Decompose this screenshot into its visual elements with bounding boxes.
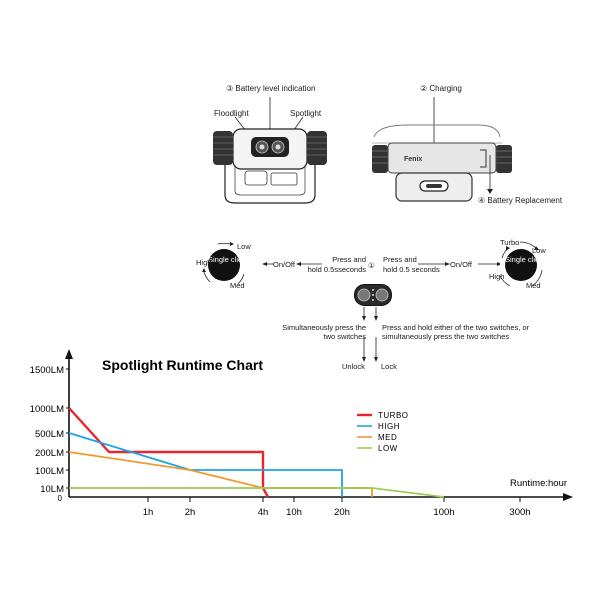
y-tick-label: 200LM bbox=[35, 448, 64, 459]
spotlight-label: Spotlight bbox=[290, 109, 322, 118]
x-tick-label: 4h bbox=[258, 507, 269, 518]
y-tick-label: 0 bbox=[58, 494, 63, 503]
cycle-left-low: Low bbox=[237, 242, 251, 251]
series-line-low bbox=[69, 487, 445, 498]
legend-label-med: MED bbox=[378, 433, 397, 442]
cycle-right-high: High bbox=[489, 272, 505, 281]
x-tick-label: 2h bbox=[185, 507, 196, 518]
x-tick-label: 1h bbox=[143, 507, 154, 518]
cycle-left-med: Med bbox=[230, 281, 245, 290]
on-off-right-label: On/Off bbox=[450, 260, 472, 269]
control-flow-arrows bbox=[262, 262, 500, 362]
unlock-label: Unlock bbox=[342, 362, 365, 371]
series-line-med bbox=[68, 451, 373, 497]
either-line2: simultaneously press the two switches bbox=[382, 332, 510, 341]
legend-label-low: LOW bbox=[378, 444, 398, 453]
either-line1: Press and hold either of the two switche… bbox=[382, 323, 530, 332]
y-tick-label: 10LM bbox=[40, 484, 64, 495]
runtime-chart: Spotlight Runtime Chart Runtime:hour 010… bbox=[30, 349, 573, 518]
cycle-left-arrows bbox=[202, 242, 245, 285]
series-line-high bbox=[68, 432, 343, 497]
floodlight-label: Floodlight bbox=[214, 109, 249, 118]
y-tick-label: 1000LM bbox=[30, 404, 64, 415]
simultaneous-line2: two switches bbox=[323, 332, 366, 341]
on-off-left-label: On/Off bbox=[273, 260, 295, 269]
series-line-turbo bbox=[68, 407, 270, 498]
press-hold-right-line1: Press and bbox=[383, 255, 417, 264]
simultaneous-line1: Simultaneously press the bbox=[282, 323, 366, 332]
press-hold-left-line2: hold 0.5sseconds bbox=[307, 265, 366, 274]
battery-replacement-label: ④ Battery Replacement bbox=[478, 196, 563, 205]
lock-label: Lock bbox=[381, 362, 397, 371]
cycle-right-low: Low bbox=[532, 246, 546, 255]
press-hold-left-line1: Press and bbox=[332, 255, 366, 264]
battery-indication-label: ③ Battery level indication bbox=[226, 84, 316, 93]
y-tick-label: 100LM bbox=[35, 466, 64, 477]
x-tick-label: 10h bbox=[286, 507, 302, 518]
x-tick-label: 20h bbox=[334, 507, 350, 518]
cycle-right-turbo: Turbo bbox=[500, 238, 520, 247]
brand-logo: Fenix bbox=[404, 156, 422, 163]
y-tick-label: 1500LM bbox=[30, 365, 64, 376]
single-click-button-right[interactable]: Single click bbox=[505, 249, 543, 281]
press-hold-right-line2: hold 0.5 seconds bbox=[383, 265, 440, 274]
charging-label: ② Charging bbox=[420, 84, 462, 93]
headlamp-front-view bbox=[213, 97, 327, 204]
switch-left-button[interactable] bbox=[357, 288, 371, 302]
cycle-right-arrows bbox=[499, 241, 543, 287]
chart-title: Spotlight Runtime Chart bbox=[102, 357, 263, 373]
legend-label-turbo: TURBO bbox=[378, 411, 409, 420]
legend-label-high: HIGH bbox=[378, 422, 400, 431]
headlamp-side-view: Fenix bbox=[372, 97, 512, 202]
x-tick-label: 300h bbox=[509, 507, 530, 518]
y-tick-label: 500LM bbox=[35, 429, 64, 440]
switch-module[interactable] bbox=[354, 284, 392, 306]
single-click-button-left[interactable]: Single click bbox=[208, 249, 246, 281]
x-axis-label: Runtime:hour bbox=[510, 478, 567, 489]
step-marker: ① bbox=[368, 261, 375, 270]
x-tick-label: 100h bbox=[433, 507, 454, 518]
cycle-left-high: High bbox=[196, 258, 212, 267]
switch-right-button[interactable] bbox=[375, 288, 389, 302]
